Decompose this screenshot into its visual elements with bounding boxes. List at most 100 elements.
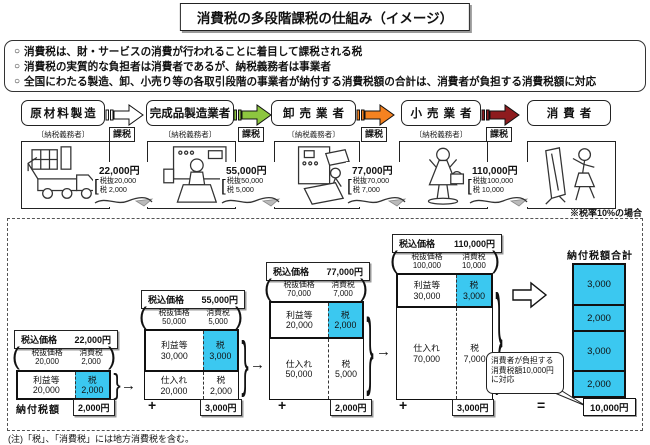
illustration-panel-wholesaler xyxy=(274,141,360,209)
factory-worker-icon xyxy=(163,146,227,203)
stage-box-wholesaler: 卸売業者 xyxy=(271,100,356,126)
taxation-label: 課税 xyxy=(238,127,265,142)
price-label-box: 税込価格 22,000円 xyxy=(14,330,118,349)
value-added-box: 利益等 30,000 税 3,000 xyxy=(396,273,493,308)
taxation-arrow-icon xyxy=(356,104,395,126)
paren-glyph: ( xyxy=(12,342,20,371)
profit-cell: 利益等 20,000 xyxy=(285,309,313,331)
page-curl-icon xyxy=(347,197,407,207)
brace-glyph: } xyxy=(366,300,374,398)
value-added-box: 利益等 30,000 税 3,000 xyxy=(144,329,239,372)
total-amount-box: 10,000円 xyxy=(583,398,636,416)
stage-box-manufacturer: 完成品製造業者 xyxy=(146,100,234,126)
principle-item: ○ 消費税の実質的な負担者は消費者であるが、納税義務者は事業者 xyxy=(14,59,636,74)
price-label: 税込価格 xyxy=(399,239,436,249)
brace-glyph: } xyxy=(241,328,249,399)
price-value: 110,000円 xyxy=(453,239,495,249)
price-value: 22,000円 xyxy=(74,335,111,345)
price-total: 22,000円 xyxy=(99,166,140,177)
paren-glyph: ) xyxy=(360,274,368,303)
consumer-mirror-icon xyxy=(545,147,596,205)
purchase-tax-cell: 税 5,000 xyxy=(327,339,363,399)
stack-cell: 3,000 xyxy=(572,263,626,306)
tax-rate-note: ※税率10%の場合 xyxy=(569,208,642,218)
stage-label: 完成品製造業者 xyxy=(149,108,231,120)
circle-bullet-icon: ○ xyxy=(14,76,21,87)
paid-amount-box: 2,000円 xyxy=(330,399,372,416)
stack-cell: 2,000 xyxy=(572,304,626,332)
retail-woman-icon xyxy=(427,147,465,205)
tax-breakdown: ( 税抜価格 消費税 20,000 2,000 ) xyxy=(12,342,116,371)
taxation-arrow-icon xyxy=(481,104,520,126)
paid-amount-box: 3,000円 xyxy=(200,399,242,416)
price-tax: 税 5,000 xyxy=(226,184,254,194)
price-label-box: 税込価格 55,000円 xyxy=(141,290,245,309)
footnote: (注)「税」、「消費税」には地方消費税を含む。 xyxy=(8,434,194,444)
paren-glyph: ( xyxy=(264,274,272,303)
price-label: 税込価格 xyxy=(148,295,185,305)
tax-cell: 税 2,000 xyxy=(327,303,362,337)
price-tag: 55,000円 [ 税抜50,000 税 5,000 xyxy=(220,162,282,208)
tax-breakdown: ( 税抜価格 消費税 70,000 7,000 ) xyxy=(264,274,368,303)
tax-cell: 税 3,000 xyxy=(455,275,491,306)
price-total: 110,000円 xyxy=(472,166,518,177)
total-header: 納付税額合計 xyxy=(567,251,633,262)
tax-breakdown: ( 税抜価格 消費税 100,000 10,000 ) xyxy=(390,246,500,275)
value-added-box: 利益等 20,000 税 2,000 xyxy=(16,370,111,400)
bracket-glyph: [ xyxy=(94,176,99,196)
purchase-cell: 仕入れ 70,000 xyxy=(413,343,441,364)
flow-arrow-icon: → xyxy=(121,377,136,394)
plus-sign: + xyxy=(399,397,408,413)
price-value: 77,000円 xyxy=(326,267,363,277)
plus-sign: + xyxy=(278,397,287,413)
price-ex-tax: 税抜50,000 xyxy=(226,176,264,185)
stage-label: 消費者 xyxy=(546,108,597,120)
truck-crane-icon xyxy=(27,146,96,199)
brace-glyph: } xyxy=(495,272,503,397)
price-label-box: 税込価格 77,000円 xyxy=(266,262,370,281)
stack-cell: 3,000 xyxy=(572,330,626,372)
taxation-label: 課税 xyxy=(361,127,388,142)
price-tax: 税 2,000 xyxy=(99,184,127,194)
wholesaler-machine-icon xyxy=(297,146,350,205)
plus-sign: + xyxy=(148,397,157,413)
circle-bullet-icon: ○ xyxy=(14,61,21,72)
illustration-panel-consumer xyxy=(527,141,616,209)
price-ex-tax: 税抜100,000 xyxy=(472,176,514,185)
paren-glyph: ) xyxy=(492,246,500,275)
taxpayer-note: 〔納税義務者〕 xyxy=(36,130,90,139)
principle-text: 消費税は、財・サービスの消費が行われることに着目して課税される税 xyxy=(24,46,363,58)
stage-label: 卸売業者 xyxy=(283,108,349,120)
stage-box-retailer: 小売業者 xyxy=(401,100,481,126)
taxation-label: 課税 xyxy=(109,127,136,142)
price-label: 税込価格 xyxy=(21,335,58,345)
purchase-cell: 仕入れ 20,000 xyxy=(160,375,188,396)
purchase-tax-cell: 税 2,000 xyxy=(202,372,238,399)
profit-cell: 利益等 20,000 xyxy=(32,374,60,396)
paren-glyph: ( xyxy=(139,302,147,331)
price-ex-tax: 税抜20,000 xyxy=(99,176,137,185)
value-added-box: 利益等 20,000 税 2,000 xyxy=(269,301,364,339)
principle-item: ○ 消費税は、財・サービスの消費が行われることに着目して課税される税 xyxy=(14,44,636,59)
bubble-tail-icon xyxy=(549,391,587,407)
page-title: 消費税の多段階課税の仕組み（イメージ） xyxy=(179,3,471,31)
price-tag: 77,000円 [ 税抜70,000 税 7,000 xyxy=(346,162,408,208)
paid-amount-box: 3,000円 xyxy=(452,399,494,416)
stage-label: 原材料製造 xyxy=(30,108,98,120)
paren-glyph: ) xyxy=(235,302,243,331)
stage-box-consumer: 消費者 xyxy=(527,100,611,126)
principle-text: 消費税の実質的な負担者は消費者であるが、納税義務者は事業者 xyxy=(24,61,331,73)
principle-text: 全国にわたる製造、卸、小売り等の各取引段階の事業者が納付する消費税額の合計は、消… xyxy=(24,76,597,88)
page-curl-icon xyxy=(469,197,529,207)
price-label: 税込価格 xyxy=(273,267,310,277)
brace-glyph: } xyxy=(113,368,121,401)
total-stack: 3,000 2,000 3,000 2,000 xyxy=(572,263,626,398)
purchase-cell: 仕入れ 50,000 xyxy=(285,358,313,380)
big-arrow-icon xyxy=(512,281,548,309)
principles-box: ○ 消費税は、財・サービスの消費が行われることに着目して課税される税 ○ 消費税… xyxy=(4,40,646,92)
taxation-label: 課税 xyxy=(486,127,513,142)
flow-arrow-icon: → xyxy=(250,356,265,373)
price-tag: 110,000円 [ 税抜100,000 税 10,000 xyxy=(466,162,532,208)
taxpayer-note: 〔納税義務者〕 xyxy=(414,130,468,139)
price-ex-tax: 税抜70,000 xyxy=(352,176,390,185)
